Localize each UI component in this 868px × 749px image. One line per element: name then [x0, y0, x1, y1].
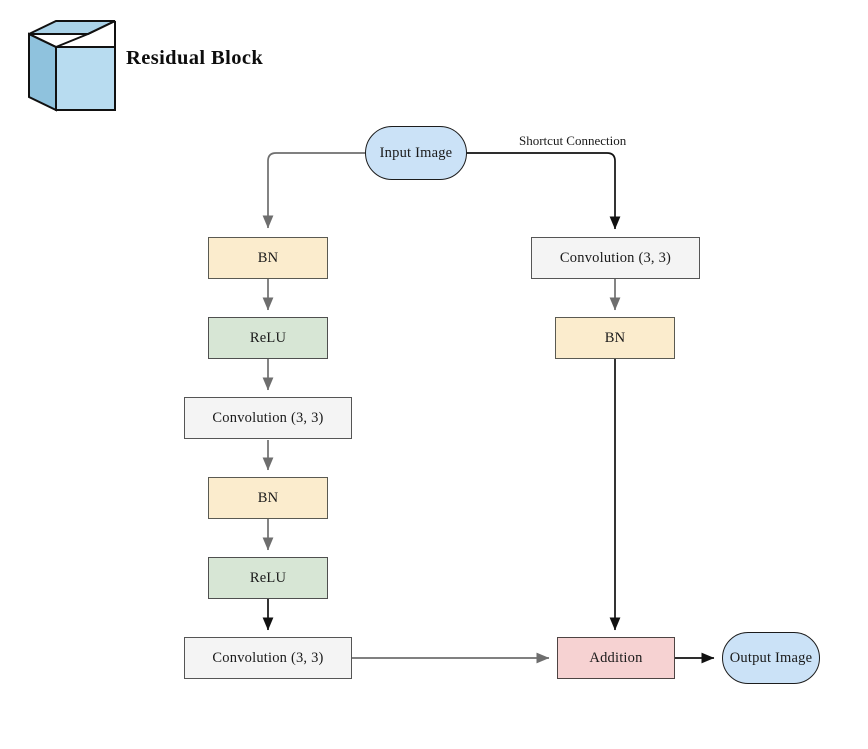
node-main-conv-2[interactable]: Convolution (3, 3)	[184, 637, 352, 679]
node-main-bn-1[interactable]: BN	[208, 237, 328, 279]
node-shortcut-bn[interactable]: BN	[555, 317, 675, 359]
edge-label-shortcut: Shortcut Connection	[519, 133, 627, 148]
cube-icon	[26, 18, 118, 114]
node-shortcut-conv[interactable]: Convolution (3, 3)	[531, 237, 700, 279]
node-main-conv-1[interactable]: Convolution (3, 3)	[184, 397, 352, 439]
node-output-image[interactable]: Output Image	[722, 632, 820, 684]
node-addition[interactable]: Addition	[557, 637, 675, 679]
node-main-relu-1[interactable]: ReLU	[208, 317, 328, 359]
node-input-image[interactable]: Input Image	[365, 126, 467, 180]
node-main-bn-2[interactable]: BN	[208, 477, 328, 519]
page-title: Residual Block	[126, 47, 264, 69]
node-main-relu-2[interactable]: ReLU	[208, 557, 328, 599]
